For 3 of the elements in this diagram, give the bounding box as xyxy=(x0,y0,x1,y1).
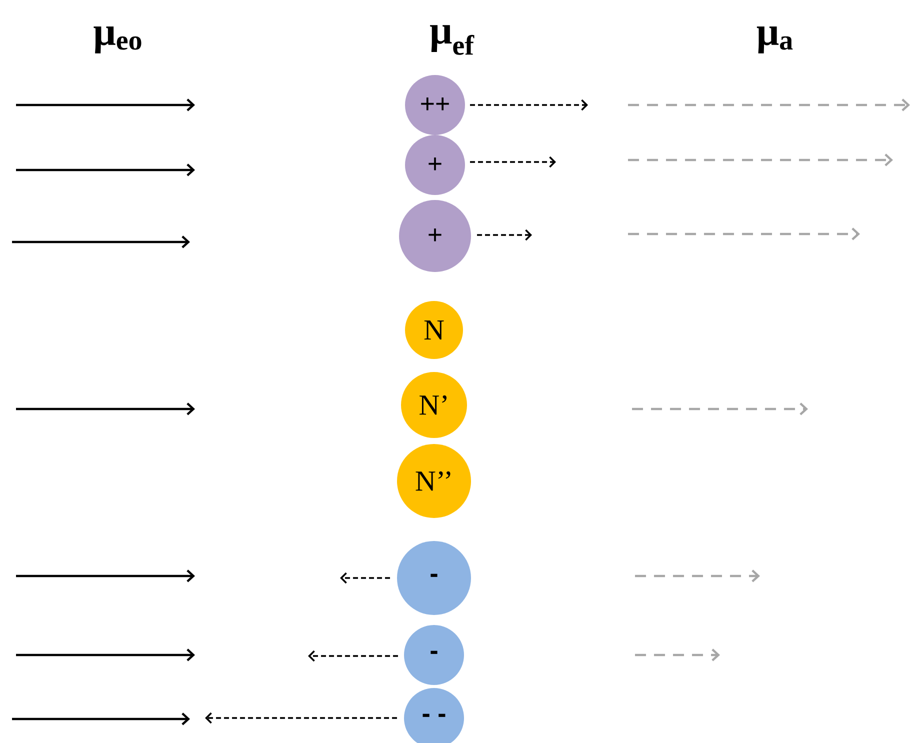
column-heading: μ$_{a}$ xyxy=(756,26,793,54)
column-heading: μ$_{ef}$ xyxy=(430,25,474,55)
column-heading: μ$_{eo}$ xyxy=(94,26,142,54)
